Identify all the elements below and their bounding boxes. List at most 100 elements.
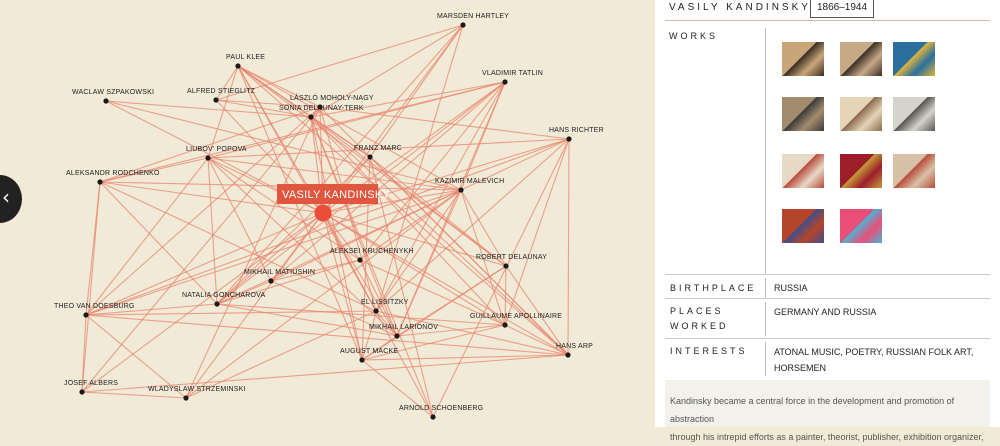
node-dot[interactable] <box>565 352 571 358</box>
node-label[interactable]: ROBERT DELAUNAY <box>476 254 547 261</box>
node-szpakowski[interactable]: WACLAW SZPAKOWSKI <box>72 89 154 104</box>
node-rodchenko[interactable]: ALEKSANDR RODCHENKO <box>66 170 160 185</box>
node-stieglitz[interactable]: ALFRED STIEGLITZ <box>187 88 256 103</box>
node-dot[interactable] <box>357 257 363 263</box>
node-dot[interactable] <box>268 278 274 284</box>
node-matiushin[interactable]: MIKHAIL MATIUSHIN <box>244 269 315 284</box>
node-label[interactable]: WACLAW SZPAKOWSKI <box>72 89 154 96</box>
node-dot[interactable] <box>359 357 365 363</box>
node-kruchenykh[interactable]: ALEKSEI KRUCHENYKH <box>330 248 414 263</box>
artist-network-graph[interactable]: MARSDEN HARTLEY PAUL KLEE LÁSZLÓ MOHOLY-NA… <box>0 0 655 427</box>
node-dot[interactable] <box>205 155 211 161</box>
node-lissitzky[interactable]: EL LISSITZKY <box>361 299 409 314</box>
focus-node-label[interactable]: VASILY KANDINSKY <box>282 189 390 201</box>
node-dot[interactable] <box>430 414 436 420</box>
node-label[interactable]: HANS ARP <box>556 343 593 350</box>
node-label[interactable]: THEO VAN DOESBURG <box>54 303 135 310</box>
node-dot[interactable] <box>373 308 379 314</box>
work-thumbnail[interactable] <box>840 97 882 131</box>
node-dot[interactable] <box>97 179 103 185</box>
node-dot[interactable] <box>235 63 241 69</box>
back-button[interactable]: ‹ <box>0 175 22 223</box>
edge <box>207 138 570 159</box>
work-thumbnail[interactable] <box>782 97 824 131</box>
edge <box>310 116 569 356</box>
node-dot[interactable] <box>83 312 89 318</box>
work-thumbnail[interactable] <box>782 42 824 76</box>
work-thumbnail[interactable] <box>893 42 935 76</box>
node-label[interactable]: SONIA DELAUNAY-TERK <box>279 105 364 112</box>
node-label[interactable]: ARNOLD SCHOENBERG <box>399 405 483 412</box>
work-thumbnail[interactable] <box>893 154 935 188</box>
network-svg: MARSDEN HARTLEY PAUL KLEE LÁSZLÓ MOHOLY-NA… <box>54 13 604 420</box>
node-label[interactable]: MIKHAIL LARIONOV <box>369 324 438 331</box>
node-dot[interactable] <box>214 301 220 307</box>
node-label[interactable]: EL LISSITZKY <box>361 299 409 306</box>
node-label[interactable]: ALFRED STIEGLITZ <box>187 88 256 95</box>
node-dot[interactable] <box>394 333 400 339</box>
work-thumbnail[interactable] <box>782 209 824 243</box>
node-dot[interactable] <box>308 114 314 120</box>
node-paul-klee[interactable]: PAUL KLEE <box>226 54 265 69</box>
node-franz-marc[interactable]: FRANZ MARC <box>354 145 402 160</box>
works-label: WORKS <box>669 31 719 41</box>
node-label[interactable]: FRANZ MARC <box>354 145 402 152</box>
node-label[interactable]: HANS RICHTER <box>549 127 604 134</box>
node-dot[interactable] <box>317 104 323 110</box>
work-thumbnail[interactable] <box>840 154 882 188</box>
node-dot[interactable] <box>502 79 508 85</box>
node-larionov[interactable]: MIKHAIL LARIONOV <box>369 324 438 339</box>
focus-node-dot[interactable] <box>314 204 332 222</box>
node-label[interactable]: WLADYSLAW STRZEMINSKI <box>148 386 246 393</box>
birthplace-label: BIRTHPLACE <box>670 283 757 293</box>
node-hans-richter[interactable]: HANS RICHTER <box>549 127 604 142</box>
node-moholy-nagy[interactable]: LÁSZLÓ MOHOLY-NAGY <box>290 93 374 110</box>
work-thumbnail[interactable] <box>840 209 882 243</box>
work-thumbnail[interactable] <box>893 97 935 131</box>
node-label[interactable]: ALEKSANDR RODCHENKO <box>66 170 160 177</box>
node-dot[interactable] <box>79 389 85 395</box>
node-josef-albers[interactable]: JOSEF ALBERS <box>64 380 118 395</box>
edge <box>215 99 321 108</box>
node-label[interactable]: ALEKSEI KRUCHENYKH <box>330 248 414 255</box>
node-goncharova[interactable]: NATALIA GONCHAROVA <box>182 292 265 307</box>
node-dot[interactable] <box>367 154 373 160</box>
node-dot[interactable] <box>458 187 464 193</box>
node-dot[interactable] <box>103 98 109 104</box>
node-dot[interactable] <box>503 263 509 269</box>
node-strzeminski[interactable]: WLADYSLAW STRZEMINSKI <box>148 386 246 401</box>
edge <box>105 100 462 191</box>
node-label[interactable]: MIKHAIL MATIUSHIN <box>244 269 315 276</box>
node-label[interactable]: NATALIA GONCHAROVA <box>182 292 265 299</box>
node-dot[interactable] <box>502 322 508 328</box>
node-label[interactable]: VLADIMIR TATLIN <box>482 70 543 77</box>
node-dot[interactable] <box>213 97 219 103</box>
node-label[interactable]: LÁSZLÓ MOHOLY-NAGY <box>290 93 374 102</box>
description-line-2: through his intrepid efforts as a painte… <box>670 432 984 442</box>
node-dot[interactable] <box>460 22 466 28</box>
node-marsden-hartley[interactable]: MARSDEN HARTLEY <box>437 13 509 28</box>
node-label[interactable]: LIUBOV' POPOVA <box>186 146 247 153</box>
focus-label-box[interactable] <box>277 184 378 204</box>
node-label[interactable]: MARSDEN HARTLEY <box>437 13 509 20</box>
work-thumbnail[interactable] <box>782 154 824 188</box>
node-dot[interactable] <box>183 395 189 401</box>
node-hans-arp[interactable]: HANS ARP <box>556 343 593 358</box>
node-august-macke[interactable]: AUGUST MACKE <box>340 348 398 363</box>
node-label[interactable]: AUGUST MACKE <box>340 348 398 355</box>
node-apollinaire[interactable]: GUILLAUME APOLLINAIRE <box>470 313 562 328</box>
node-dot[interactable] <box>566 136 572 142</box>
node-tatlin[interactable]: VLADIMIR TATLIN <box>482 70 543 85</box>
node-label[interactable]: KAZIMIR MALEVICH <box>435 178 504 185</box>
node-delaunay-terk[interactable]: SONIA DELAUNAY-TERK <box>279 105 364 120</box>
node-robert-delaunay[interactable]: ROBERT DELAUNAY <box>476 254 547 269</box>
node-label[interactable]: GUILLAUME APOLLINAIRE <box>470 313 562 320</box>
node-popova[interactable]: LIUBOV' POPOVA <box>186 146 247 161</box>
work-thumbnail[interactable] <box>840 42 882 76</box>
node-van-doesburg[interactable]: THEO VAN DOESBURG <box>54 303 135 318</box>
edge <box>270 280 398 337</box>
node-malevich[interactable]: KAZIMIR MALEVICH <box>435 178 504 193</box>
node-label[interactable]: PAUL KLEE <box>226 54 265 61</box>
node-schoenberg[interactable]: ARNOLD SCHOENBERG <box>399 405 483 420</box>
node-label[interactable]: JOSEF ALBERS <box>64 380 118 387</box>
